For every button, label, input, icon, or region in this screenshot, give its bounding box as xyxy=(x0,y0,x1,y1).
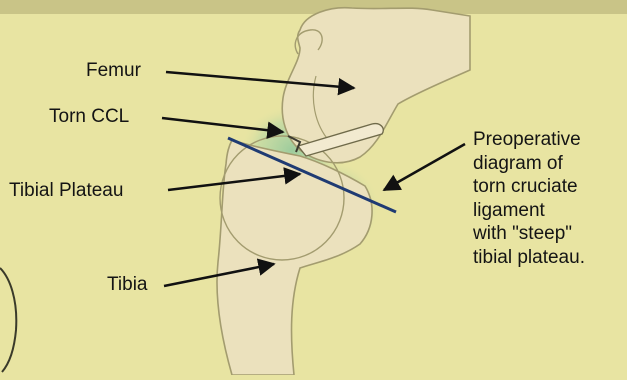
diagram-caption: Preoperative diagram of torn cruciate li… xyxy=(473,128,623,269)
top-band xyxy=(0,0,627,14)
caption-arrow xyxy=(384,144,465,190)
caption-line: tibial plateau. xyxy=(473,246,623,270)
tibial-plateau-label: Tibial Plateau xyxy=(9,180,123,202)
caption-line: torn cruciate xyxy=(473,175,623,199)
tibia-label: Tibia xyxy=(107,274,147,296)
paw-outline xyxy=(0,268,16,372)
femur-label: Femur xyxy=(86,60,141,82)
torn-ccl-label: Torn CCL xyxy=(49,106,129,128)
caption-line: with "steep" xyxy=(473,222,623,246)
caption-line: ligament xyxy=(473,199,623,223)
caption-line: diagram of xyxy=(473,152,623,176)
caption-line: Preoperative xyxy=(473,128,623,152)
